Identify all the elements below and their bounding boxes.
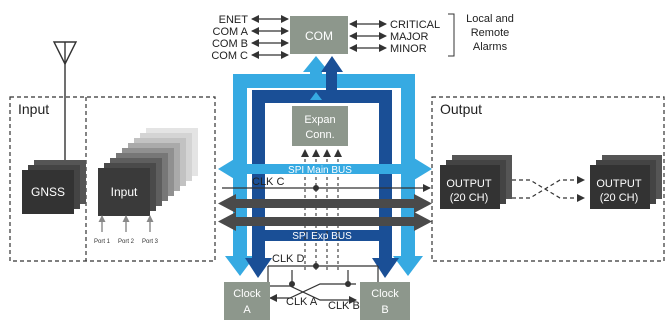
com-signal-enet: ENET [219,14,249,26]
expansion-connector [292,106,348,146]
output-crossover [512,176,585,202]
output-section-title: Output [440,101,482,117]
clock-b-module [360,282,410,320]
clock-a-line2: A [243,304,251,316]
clock-a-module [224,282,270,320]
alarms-note-line3: Alarms [473,41,508,53]
clk-c-label: CLK C [252,176,284,188]
com-right-arrows [349,20,387,52]
gray-bus-1 [218,194,432,213]
spi-main-label: SPI Main BUS [288,165,352,176]
clk-d-label: CLK D [272,253,304,265]
com-module [290,16,348,54]
gnss-module: GNSS [22,160,86,214]
clk-b-junction [345,281,351,287]
input-region [9,96,216,262]
com-left-arrows [251,15,289,59]
clk-b-label: CLK B [328,300,360,312]
input-ports: Port 1 Port 2 Port 3 [94,215,159,245]
output-module-2: OUTPUT (20 CH) [590,155,662,209]
alarms-note-line2: Remote [471,27,510,39]
expansion-line1: Expan [304,114,335,126]
antenna-icon [52,41,78,160]
com-signal-minor: MINOR [390,43,427,55]
clock-a-line1: Clock [233,288,261,300]
clk-a-junction [289,281,295,287]
output-region [431,96,665,262]
com-signal-critical: CRITICAL [390,19,440,31]
port-3-label: Port 3 [142,239,159,245]
port-1-label: Port 1 [94,239,111,245]
spi-exp-label: SPI Exp BUS [292,231,352,242]
alarms-bracket [448,13,455,57]
expansion-up-arrow [310,92,322,100]
com-signal-com-c: COM C [211,50,248,62]
input-card-stack: Input [98,128,198,216]
gnss-label: GNSS [31,185,65,199]
com-signal-com-a: COM A [213,26,249,38]
port-2-label: Port 2 [118,239,135,245]
output-2-line1: OUTPUT [596,178,642,190]
com-left-signals: ENET COM A COM B COM C [211,14,248,62]
output-2-line2: (20 CH) [600,192,639,204]
input-card-label: Input [111,185,138,199]
clk-c-junction [313,185,319,191]
clk-d-junction [313,263,319,269]
gray-bus-2 [218,212,432,231]
clk-d-line [267,265,379,284]
com-signal-major: MAJOR [390,31,429,43]
com-label: COM [305,29,333,43]
output-module-1: OUTPUT (20 CH) [440,155,512,209]
expansion-feed-lines [301,149,342,270]
input-section-title: Input [18,101,49,117]
alarms-note-line1: Local and [466,13,514,25]
output-1-line1: OUTPUT [446,178,492,190]
spi-main-bus [218,158,432,180]
com-signal-com-b: COM B [212,38,248,50]
output-1-line2: (20 CH) [450,192,489,204]
clk-a-label: CLK A [286,296,318,308]
clock-b-line2: B [381,304,388,316]
expansion-line2: Conn. [305,129,334,141]
com-right-signals: CRITICAL MAJOR MINOR [390,19,440,55]
clock-b-line1: Clock [371,288,399,300]
alarms-note: Local and Remote Alarms [466,13,514,53]
